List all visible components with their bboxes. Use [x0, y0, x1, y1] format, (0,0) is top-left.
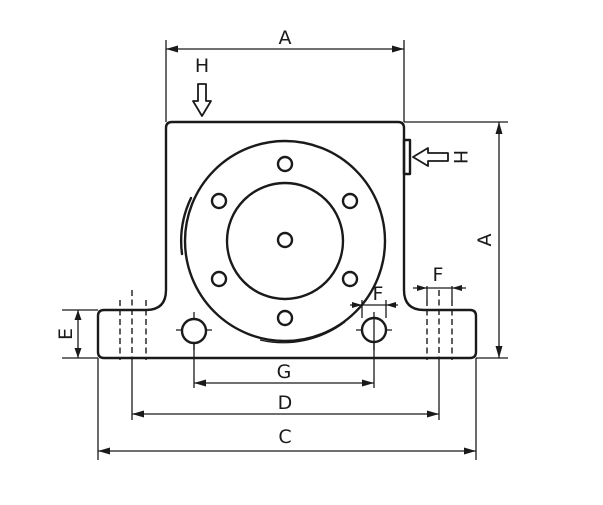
center-hole	[276, 231, 294, 249]
force-arrow-top: H	[192, 55, 212, 117]
dim-c: C	[97, 358, 477, 460]
housing-outline	[96, 120, 478, 360]
label-c: C	[278, 426, 291, 448]
label-d: D	[278, 392, 293, 414]
rotor-assembly	[180, 139, 387, 344]
dim-g: G	[193, 343, 375, 388]
dim-f-right: F	[413, 264, 466, 300]
dim-d: D	[131, 360, 440, 420]
label-g: G	[277, 361, 292, 383]
label-a-right: A	[474, 234, 496, 247]
dim-a-right: A	[404, 121, 508, 359]
label-h-side: H	[449, 150, 471, 164]
dim-e: E	[55, 309, 98, 359]
label-f-right: F	[433, 264, 444, 286]
dim-a-top: A	[165, 27, 405, 122]
cover-bolt-holes	[210, 155, 359, 327]
label-h-top: H	[195, 55, 209, 77]
label-a-top: A	[279, 27, 292, 49]
label-f-center: F	[373, 283, 384, 305]
force-arrow-side: H	[412, 147, 471, 167]
dim-f-center: F	[350, 283, 398, 318]
label-e: E	[55, 328, 77, 340]
